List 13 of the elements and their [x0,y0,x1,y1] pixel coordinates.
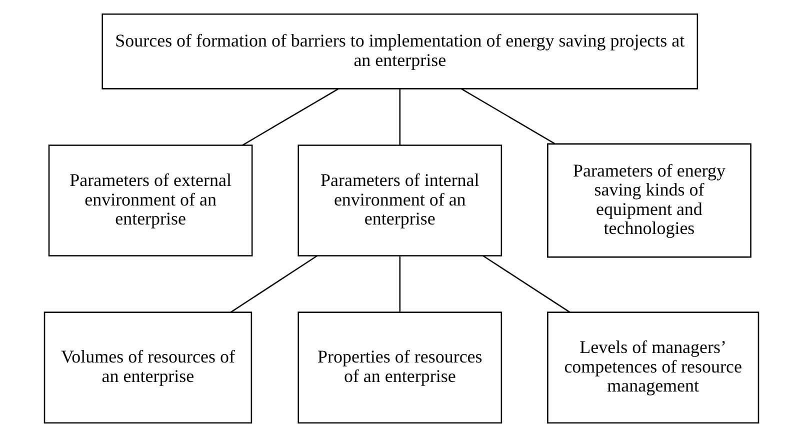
connector [399,88,401,145]
node-box: Parameters of external environment of an enterprise [48,144,253,256]
node-box: Parameters of energy saving kinds of equipment and technologies [547,142,752,258]
node-box: Parameters of internal environment of an enterprise [298,144,502,256]
node-box: Properties of resources of an enterprise [298,311,502,423]
node-box: Sources of formation of barriers to implementation of energy saving projects at an enterprise [102,13,698,89]
connector [482,254,570,312]
connector [230,254,318,312]
connector [242,88,339,146]
node-box: Levels of managers’ competences of resource management [547,311,760,423]
connector [399,256,401,312]
node-box: Volumes of resources of an enterprise [44,311,252,423]
connector [461,88,556,144]
